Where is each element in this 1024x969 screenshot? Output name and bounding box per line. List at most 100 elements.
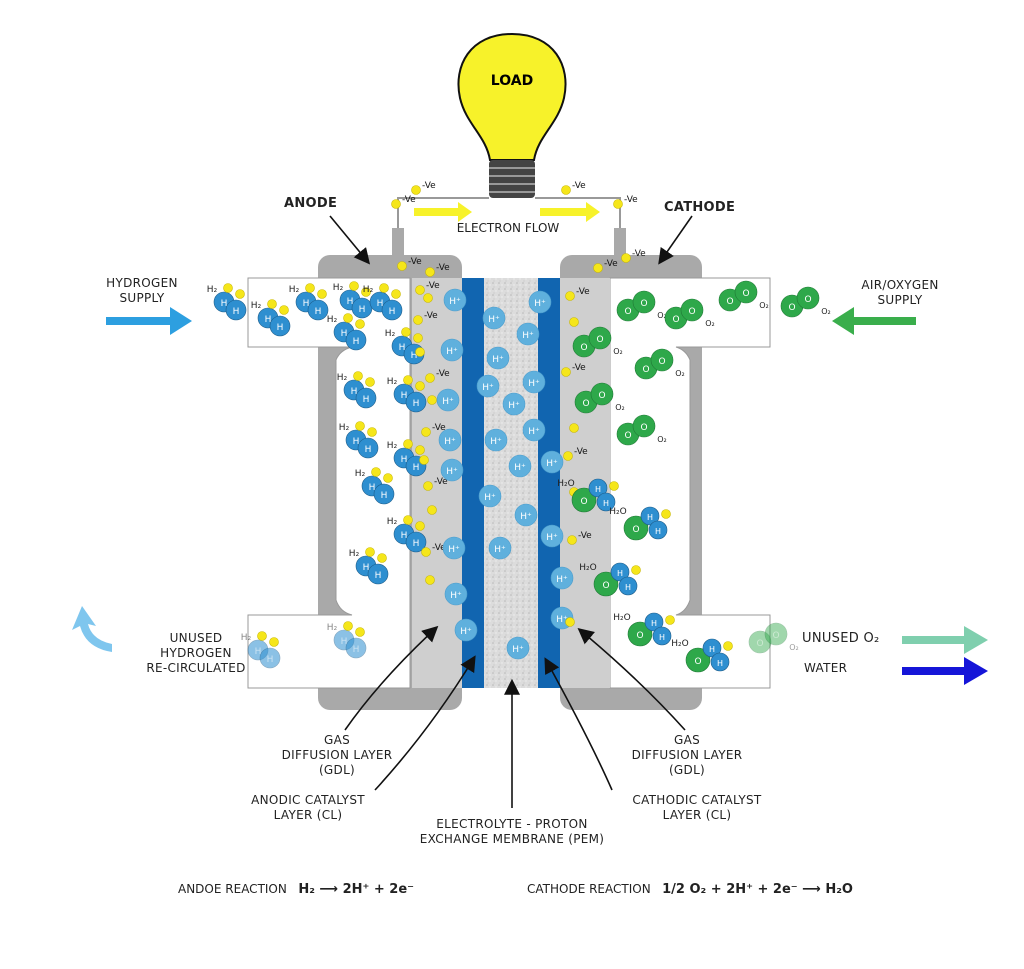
o-atom-label: O [772, 631, 779, 641]
proton-ion [488, 536, 512, 560]
oxygen-atom [627, 621, 653, 647]
electron [355, 627, 365, 637]
h-atom-label: H [651, 619, 657, 628]
electron-label: -Ve [432, 543, 446, 553]
electron [427, 395, 437, 405]
electron-label: -Ve [624, 195, 638, 205]
electron [593, 263, 603, 273]
electron [567, 535, 577, 545]
gdl-left-line2: DIFFUSION LAYER [281, 748, 393, 762]
o2-label: O₂ [615, 403, 625, 412]
electron [425, 267, 435, 277]
electron [561, 185, 571, 195]
electron [631, 565, 641, 575]
proton-ion [522, 418, 546, 442]
oxygen-atom [632, 290, 656, 314]
electron [371, 467, 381, 477]
o-atom-label: O [640, 423, 647, 433]
h-atom-label: H [363, 563, 370, 573]
electron-label: -Ve [576, 287, 590, 297]
proton-label: H⁺ [546, 459, 558, 469]
electron [425, 575, 435, 585]
electron-label: -Ve [408, 257, 422, 267]
electron [379, 283, 389, 293]
h-atom-label: H [353, 437, 360, 447]
electron-label: -Ve [432, 423, 446, 433]
h-atom-label: H [233, 307, 240, 317]
proton-exchange-membrane [484, 278, 538, 688]
o-atom-label: O [804, 295, 811, 305]
water-label: WATER [804, 661, 848, 675]
h-atom-label: H [315, 307, 322, 317]
electron [613, 199, 623, 209]
electron [391, 199, 401, 209]
electron [415, 521, 425, 531]
proton-label: H⁺ [449, 297, 461, 307]
h-atom-label: H [351, 387, 358, 397]
h-atom-label: H [401, 531, 408, 541]
h2-label: H₂ [327, 315, 338, 325]
proton-ion [508, 454, 532, 478]
electron [257, 631, 267, 641]
gdl-right-label: GAS DIFFUSION LAYER (GDL) [612, 733, 762, 778]
proton-ion [484, 428, 508, 452]
hydrogen-supply-line1: HYDROGEN [106, 276, 178, 290]
electron-label: -Ve [572, 181, 586, 191]
hydrogen-supply-label: HYDROGEN SUPPLY [92, 276, 192, 306]
o-atom-label: O [672, 315, 679, 325]
electron [413, 315, 423, 325]
o-atom-label: O [624, 307, 631, 317]
electron [403, 515, 413, 525]
cathode-reaction: CATHODE REACTION 1/2 O₂ + 2H⁺ + 2e⁻ ⟶ H₂… [527, 882, 853, 897]
proton-ion [522, 370, 546, 394]
hydrogen-atom [373, 483, 395, 505]
h2-label: H₂ [251, 301, 262, 311]
electron-label: -Ve [436, 369, 450, 379]
hydrogen-supply-arrow [106, 307, 192, 335]
hydrogen-atom [269, 315, 291, 337]
hydrogen-atom [596, 492, 616, 512]
h2-label: H₂ [387, 517, 398, 527]
electron [343, 621, 353, 631]
electron [367, 427, 377, 437]
h-atom-label: H [375, 571, 382, 581]
air-supply-arrow [832, 307, 916, 335]
proton-label: H⁺ [448, 545, 460, 555]
h-atom-label: H [647, 513, 653, 522]
o-atom-label: O [624, 431, 631, 441]
gdl-left-label: GAS DIFFUSION LAYER (GDL) [262, 733, 412, 778]
proton-ion [476, 374, 500, 398]
oxygen-atom [632, 414, 656, 438]
h2-label: H₂ [339, 423, 350, 433]
electron [565, 617, 575, 627]
gdl-right-line3: (GDL) [668, 763, 706, 777]
o-atom-label: O [598, 391, 605, 401]
anode-reaction-equation: H₂ ⟶ 2H⁺ + 2e⁻ [298, 882, 415, 897]
h-atom-label: H [617, 569, 623, 578]
electron-label: -Ve [422, 181, 436, 191]
o-atom-label: O [788, 303, 795, 313]
proton-ion [442, 536, 466, 560]
electron [401, 327, 411, 337]
electron [421, 427, 431, 437]
proton-label: H⁺ [490, 437, 502, 447]
electron [269, 637, 279, 647]
h2-label: H₂ [387, 441, 398, 451]
h-atom-label: H [369, 483, 376, 493]
electron-flow-arrows [414, 202, 600, 222]
hydrogen-atom [357, 437, 379, 459]
proton-label: H⁺ [528, 379, 540, 389]
anodic-cl-line2: LAYER (CL) [273, 808, 343, 822]
hydrogen-atom [225, 299, 247, 321]
proton-label: H⁺ [528, 427, 540, 437]
proton-label: H⁺ [484, 493, 496, 503]
gdl-right-line1: GAS [673, 733, 701, 747]
anode-label: ANODE [284, 196, 338, 211]
h-atom-label: H [347, 297, 354, 307]
electron [317, 289, 327, 299]
proton-ion [482, 306, 506, 330]
proton-ion [454, 618, 478, 642]
electron [563, 451, 573, 461]
gdl-left-line3: (GDL) [318, 763, 356, 777]
